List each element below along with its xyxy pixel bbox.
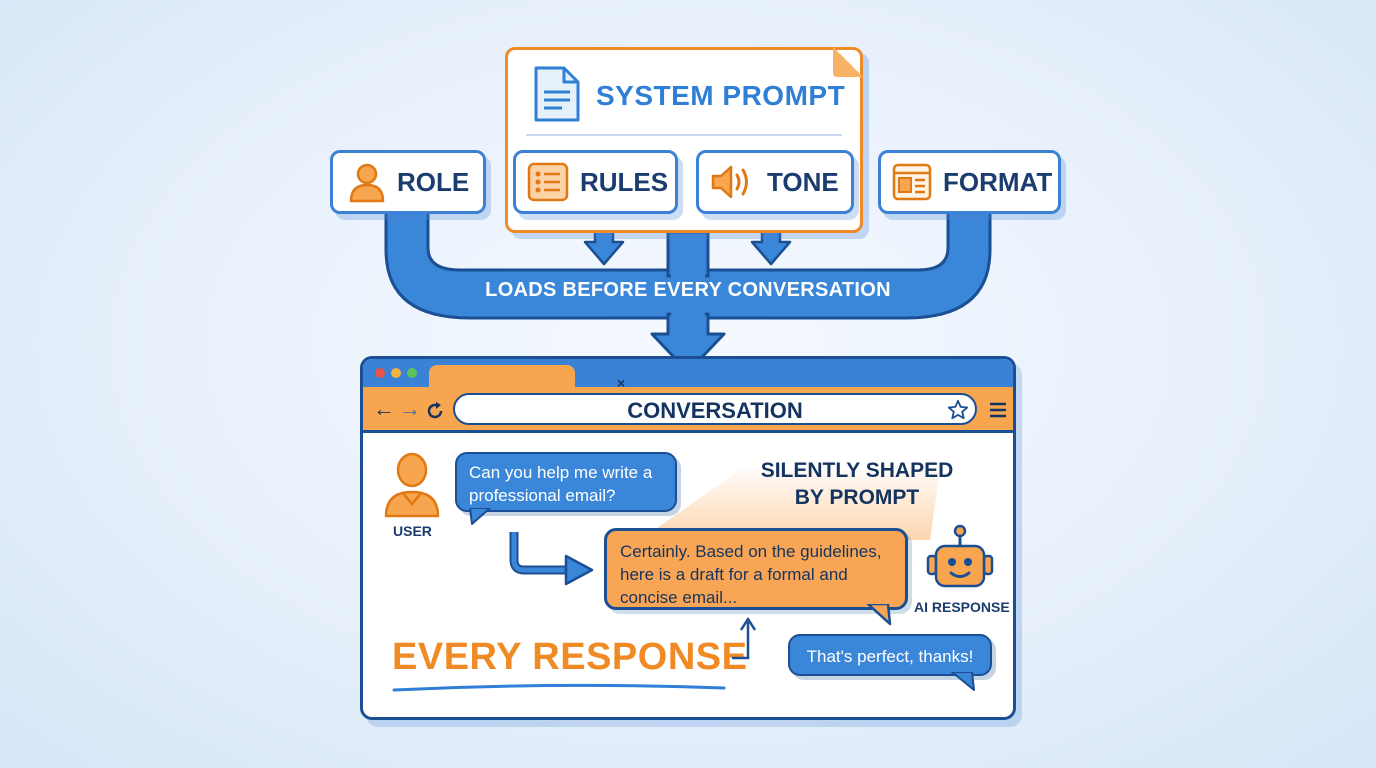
format-card: FORMAT — [878, 150, 1061, 214]
flow-channel — [384, 210, 992, 320]
user-avatar-icon — [384, 452, 440, 518]
document-icon — [534, 66, 580, 122]
browser-toolbar: ← → CONVERSATION — [363, 387, 1013, 433]
system-prompt-card: SYSTEM PROMPT — [505, 47, 863, 233]
speaker-icon — [711, 165, 748, 199]
reload-icon[interactable] — [425, 401, 445, 421]
shaped-line-1: SILENTLY SHAPED — [760, 459, 954, 482]
format-label: FORMAT — [943, 166, 1053, 197]
reply-arrow — [509, 532, 594, 586]
robot-icon — [926, 524, 994, 588]
close-dot-icon[interactable] — [375, 368, 385, 378]
tone-label: TONE — [767, 166, 839, 197]
shaped-annotation: SILENTLY SHAPED BY PROMPT — [752, 457, 962, 511]
ai-message-text: Certainly. Based on the guidelines, here… — [620, 542, 882, 607]
up-arrow — [732, 617, 757, 660]
tone-card: TONE — [696, 150, 854, 214]
address-bar[interactable]: CONVERSATION — [453, 393, 977, 425]
tab-close-icon[interactable]: × — [617, 375, 626, 391]
back-arrow-icon[interactable]: ← — [373, 396, 395, 421]
user-message-text: Can you help me write a professional ema… — [469, 463, 653, 505]
ai-message-bubble: Certainly. Based on the guidelines, here… — [604, 528, 908, 610]
list-icon — [527, 162, 569, 202]
system-prompt-title: SYSTEM PROMPT — [596, 80, 846, 111]
underline-stroke — [392, 683, 726, 692]
divider — [526, 134, 842, 136]
flow-label: LOADS BEFORE EVERY CONVERSATION — [485, 279, 891, 301]
user-reply-text: That's perfect, thanks! — [806, 647, 974, 666]
rules-label: RULES — [580, 166, 669, 197]
shaping-beam — [640, 470, 940, 540]
forward-arrow-icon[interactable]: → — [399, 396, 421, 421]
user-reply-bubble: That's perfect, thanks! — [788, 634, 992, 676]
menu-icon[interactable] — [989, 401, 1007, 419]
role-label: ROLE — [397, 166, 470, 197]
page-fold — [833, 47, 863, 77]
layout-icon — [892, 163, 932, 201]
rules-card: RULES — [513, 150, 678, 214]
every-response-label: EVERY RESPONSE — [392, 636, 748, 678]
role-card: ROLE — [330, 150, 486, 214]
address-bar-text: CONVERSATION — [627, 398, 803, 423]
reply-bubble-tail — [951, 672, 975, 691]
bubble-tail — [469, 508, 491, 525]
maximize-dot-icon[interactable] — [407, 368, 417, 378]
star-icon[interactable] — [947, 399, 969, 421]
user-message-bubble: Can you help me write a professional ema… — [455, 452, 677, 512]
main-down-arrow — [650, 312, 726, 374]
shaped-line-2: BY PROMPT — [794, 486, 920, 509]
person-icon — [349, 163, 385, 203]
user-label: USER — [393, 523, 432, 539]
minimize-dot-icon[interactable] — [391, 368, 401, 378]
ai-response-label: AI RESPONSE — [914, 599, 1010, 615]
ai-bubble-tail — [866, 604, 892, 626]
